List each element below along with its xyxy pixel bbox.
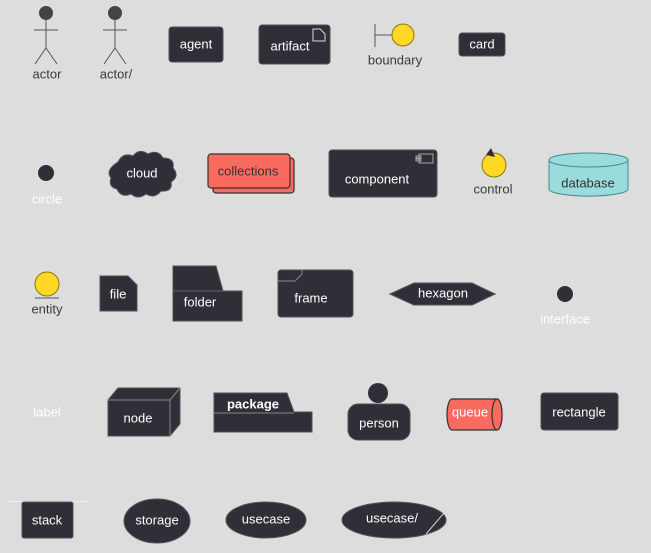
person-label: person [359, 415, 399, 430]
component-element[interactable]: component [328, 149, 438, 198]
entity-label: entity [31, 301, 63, 316]
agent-label: agent [180, 36, 213, 51]
node-label: node [124, 410, 153, 425]
stack-label: stack [32, 512, 63, 527]
usecase-slash-label: usecase/ [366, 510, 418, 525]
actor-slash-element[interactable]: actor/ [100, 6, 133, 81]
collections-label: collections [218, 163, 279, 178]
agent-element[interactable]: agent [168, 26, 224, 63]
card-label: card [469, 36, 494, 51]
queue-label: queue [452, 404, 488, 419]
card-element[interactable]: card [458, 32, 506, 57]
label-label: label [33, 404, 61, 419]
hexagon-element[interactable]: hexagon [388, 282, 497, 306]
person-element[interactable]: person [347, 383, 411, 441]
frame-element[interactable]: frame [277, 269, 354, 318]
folder-element[interactable]: folder [172, 265, 243, 322]
storage-label: storage [135, 512, 178, 527]
cloud-element[interactable]: cloud [108, 150, 177, 198]
cloud-label: cloud [126, 165, 157, 180]
rectangle-element[interactable]: rectangle [540, 392, 619, 431]
storage-element[interactable]: storage [123, 498, 191, 544]
component-label: component [345, 171, 410, 186]
folder-label: folder [184, 294, 217, 309]
file-label: file [110, 286, 127, 301]
control-label: control [473, 181, 512, 196]
usecase-label: usecase [242, 511, 290, 526]
usecase-slash-element[interactable]: usecase/ [341, 501, 447, 539]
component-icon [415, 153, 434, 164]
circle-label: circle [32, 191, 62, 206]
interface-element[interactable]: interface [540, 286, 590, 326]
entity-element[interactable]: entity [31, 271, 63, 316]
actor-label: actor [33, 66, 63, 81]
collections-element[interactable]: collections [207, 153, 295, 194]
actor-slash-label: actor/ [100, 66, 133, 81]
package-element[interactable]: package [213, 392, 313, 433]
stack-element[interactable]: stack [7, 501, 88, 539]
file-element[interactable]: file [99, 275, 138, 312]
hexagon-label: hexagon [418, 285, 468, 300]
artifact-file-icon [312, 28, 326, 42]
actor-element[interactable]: actor [33, 6, 63, 81]
boundary-element[interactable]: boundary [368, 23, 423, 67]
frame-label: frame [294, 290, 327, 305]
rectangle-label: rectangle [552, 404, 605, 419]
label-element[interactable]: label [33, 404, 61, 419]
node-element[interactable]: node [107, 387, 181, 437]
circle-element[interactable]: circle [32, 165, 62, 206]
interface-label: interface [540, 311, 590, 326]
artifact-element[interactable]: artifact [258, 24, 331, 65]
artifact-label: artifact [270, 38, 309, 53]
control-element[interactable]: control [473, 148, 513, 196]
boundary-label: boundary [368, 52, 423, 67]
package-label: package [227, 396, 279, 411]
database-label: database [561, 175, 615, 190]
queue-element[interactable]: queue [446, 398, 503, 431]
usecase-element[interactable]: usecase [225, 501, 307, 539]
database-element[interactable]: database [548, 152, 629, 197]
